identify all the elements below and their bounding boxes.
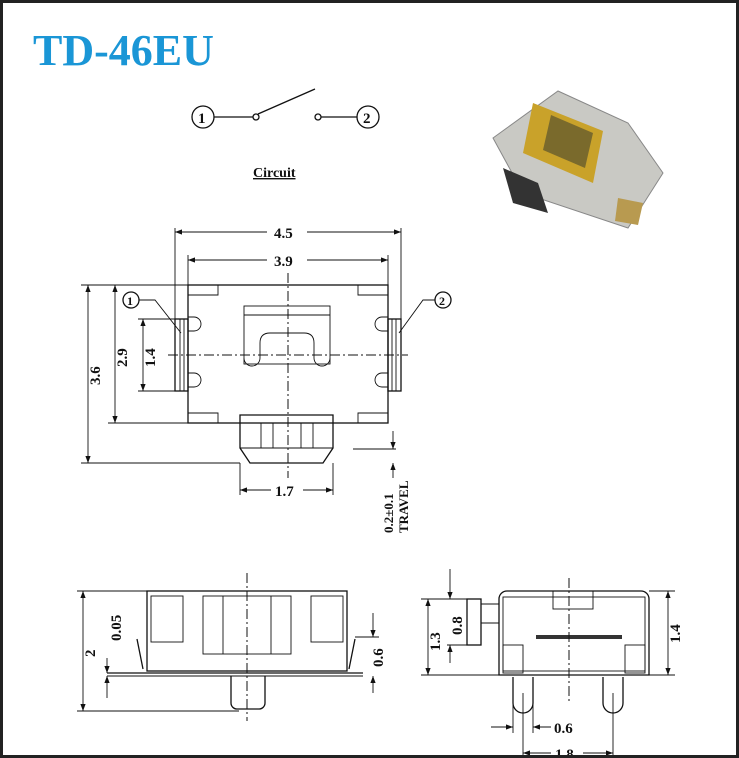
pin1-callout: 1: [127, 294, 133, 308]
circuit-pin1-label: 1: [198, 111, 206, 127]
dim-actuator-height: 0.6: [371, 648, 387, 667]
circuit-label: Circuit: [253, 166, 296, 181]
dim-width-overall: 4.5: [274, 226, 293, 242]
product-photo: [492, 90, 664, 229]
pin2-callout: 2: [439, 294, 445, 308]
dim-height-overall: 3.6: [88, 366, 104, 385]
dim-height-total: 2: [83, 650, 99, 658]
dim-terminal-height: 1.4: [143, 348, 159, 367]
product-title: TD-46EU: [33, 26, 214, 75]
circuit-diagram: 1 2 Circuit: [191, 88, 380, 181]
dim-pin-width: 0.6: [554, 721, 573, 737]
travel-value: 0.2±0.1: [381, 493, 396, 533]
dim-height-c: 1.4: [668, 624, 684, 643]
dim-actuator-width: 1.7: [275, 484, 294, 500]
dim-pin-pitch: 1.8: [555, 747, 574, 758]
side-view-drawing: 2 0.05 0.6: [77, 573, 387, 721]
dim-width-body: 3.9: [274, 254, 293, 270]
dim-height-body: 2.9: [115, 348, 131, 367]
dim-height-a: 1.3: [428, 632, 444, 651]
travel-label: TRAVEL: [396, 480, 411, 533]
technical-drawing: TD-46EU 1 2 Circuit: [33, 26, 684, 758]
dim-offset: 0.05: [109, 615, 125, 641]
end-view-drawing: 1.3 0.8 1.4 0.6 1.8: [421, 569, 684, 758]
top-view-drawing: 4.5 3.9 3.6 2.9 1.4 1.7 0.2±0.1 TRAVEL 1…: [81, 224, 452, 533]
dim-height-b: 0.8: [450, 616, 466, 635]
circuit-pin2-label: 2: [363, 111, 371, 127]
